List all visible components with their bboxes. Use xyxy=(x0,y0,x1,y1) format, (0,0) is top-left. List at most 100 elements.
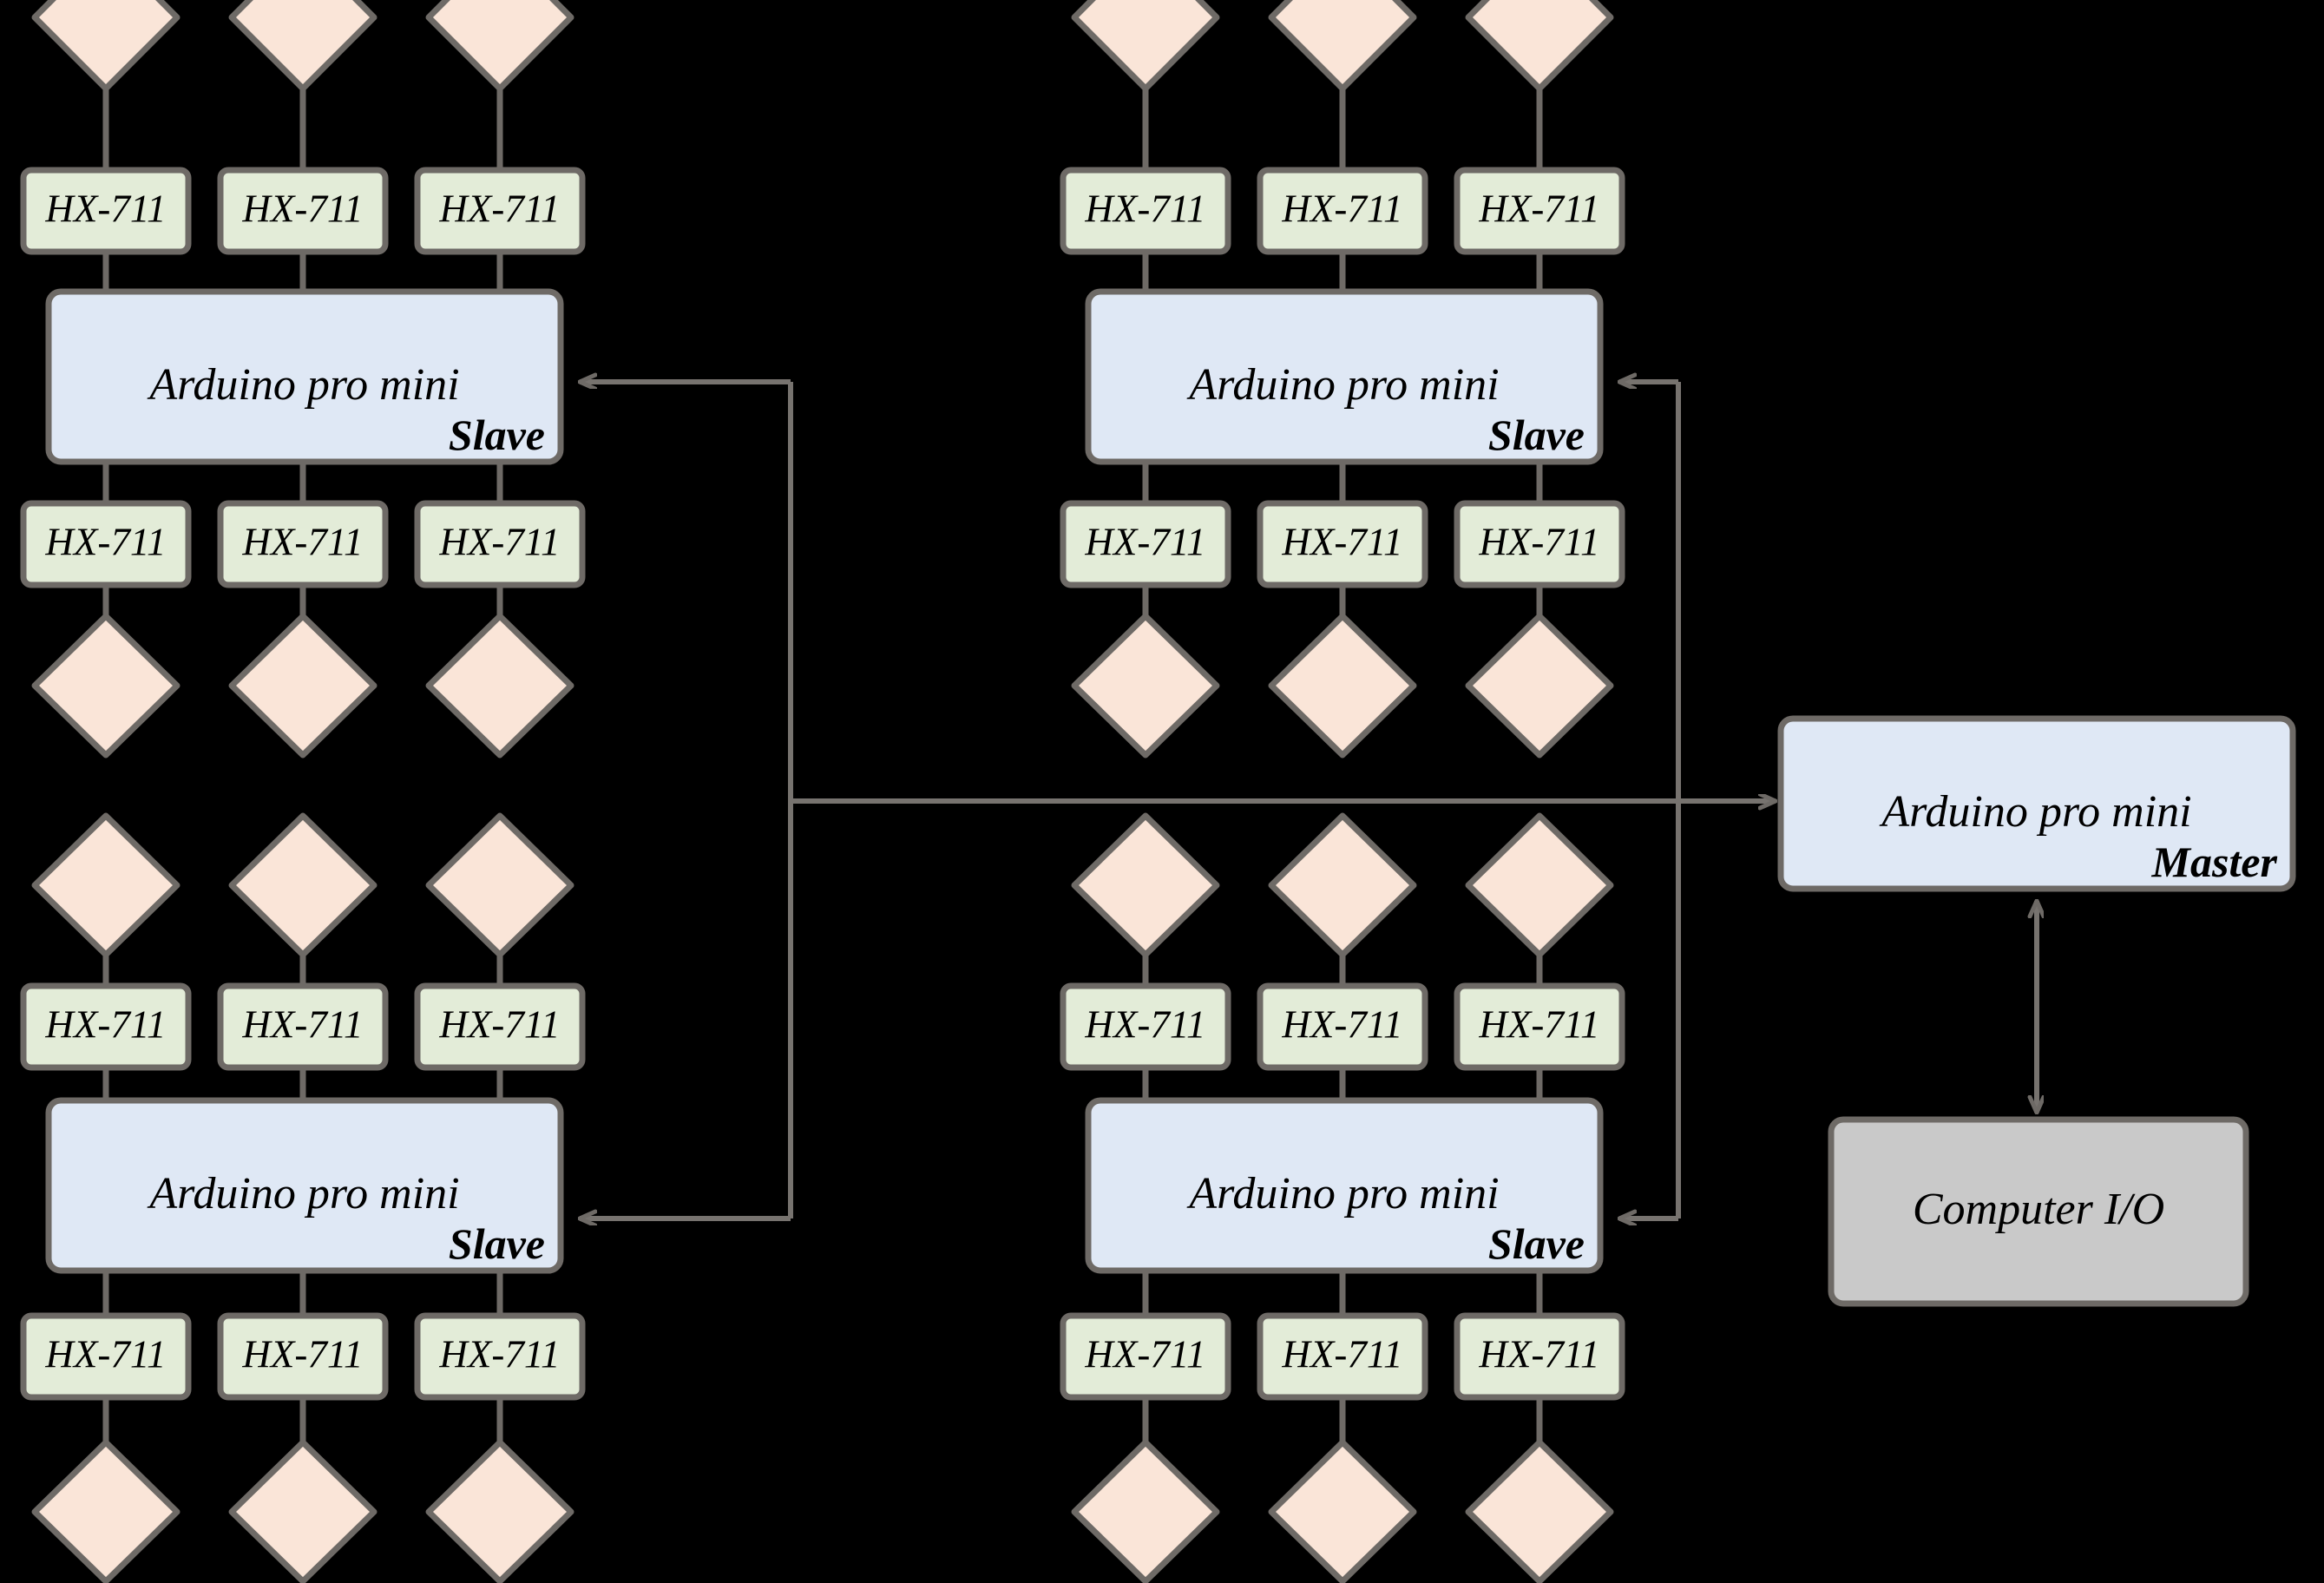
slave-arduino-node[interactable]: Arduino pro mini Slave xyxy=(1085,1097,1604,1274)
load-cell-diamond xyxy=(425,1439,574,1583)
slave-arduino-node[interactable]: Arduino pro mini Slave xyxy=(45,1097,564,1274)
hx711-module[interactable]: HX-711 xyxy=(1257,167,1428,255)
computer-io-box[interactable] xyxy=(1828,1116,2249,1307)
hx711-module[interactable]: HX-711 xyxy=(1060,982,1231,1071)
master-arduino-label: Arduino pro mini xyxy=(1879,787,2191,837)
hx711-box[interactable] xyxy=(1060,167,1231,255)
slave-arduino-node[interactable]: Arduino pro mini Slave xyxy=(45,288,564,465)
hx711-module[interactable]: HX-711 xyxy=(414,1312,586,1401)
hx711-label: HX-711 xyxy=(1281,187,1402,230)
load-cell-diamond xyxy=(1268,1439,1417,1583)
hx711-module[interactable]: HX-711 xyxy=(20,500,192,588)
hx711-box[interactable] xyxy=(217,500,389,588)
hx711-module[interactable]: HX-711 xyxy=(414,982,586,1071)
master-arduino-box[interactable] xyxy=(1777,715,2296,892)
hx711-box[interactable] xyxy=(1060,500,1231,588)
hx711-module[interactable]: HX-711 xyxy=(1257,500,1428,588)
slave-arduino-node[interactable]: Arduino pro mini Slave xyxy=(1085,288,1604,465)
hx711-label: HX-711 xyxy=(438,520,560,563)
arduino-box[interactable] xyxy=(1085,288,1604,465)
hx711-module[interactable]: HX-711 xyxy=(20,982,192,1071)
hx711-label: HX-711 xyxy=(1084,187,1205,230)
hx711-label: HX-711 xyxy=(1084,520,1205,563)
hx711-box[interactable] xyxy=(414,500,586,588)
arduino-label: Arduino pro mini xyxy=(147,1169,459,1218)
hx711-module[interactable]: HX-711 xyxy=(1454,982,1625,1071)
hx711-box[interactable] xyxy=(217,1312,389,1401)
slave-unit-top-left: HX-711 HX-711 HX-711 Arduino pro mini Sl… xyxy=(20,0,586,759)
hx711-box[interactable] xyxy=(20,982,192,1071)
hx711-box[interactable] xyxy=(20,500,192,588)
load-cell-diamond xyxy=(1268,812,1417,958)
hx711-box[interactable] xyxy=(1060,982,1231,1071)
role-label: Slave xyxy=(1488,411,1585,459)
hx711-module[interactable]: HX-711 xyxy=(20,1312,192,1401)
hx711-module[interactable]: HX-711 xyxy=(414,500,586,588)
hx711-module[interactable]: HX-711 xyxy=(1454,167,1625,255)
hx711-label: HX-711 xyxy=(1281,1002,1402,1046)
hx711-box[interactable] xyxy=(1257,500,1428,588)
master-arduino-node[interactable]: Arduino pro mini Master xyxy=(1777,715,2296,892)
hx711-label: HX-711 xyxy=(241,187,363,230)
hx711-module[interactable]: HX-711 xyxy=(1454,500,1625,588)
arduino-box[interactable] xyxy=(45,1097,564,1274)
load-cell-diamond xyxy=(228,812,377,958)
hx711-label: HX-711 xyxy=(1478,520,1599,563)
hx711-label: HX-711 xyxy=(1281,520,1402,563)
hx711-module[interactable]: HX-711 xyxy=(20,167,192,255)
computer-io-node[interactable]: Computer I/O xyxy=(1828,1116,2249,1307)
hx711-box[interactable] xyxy=(1454,167,1625,255)
hx711-module[interactable]: HX-711 xyxy=(1257,982,1428,1071)
hx711-label: HX-711 xyxy=(1084,1002,1205,1046)
load-cell-diamond xyxy=(425,812,574,958)
hx711-box[interactable] xyxy=(1454,982,1625,1071)
hx711-label: HX-711 xyxy=(241,1002,363,1046)
hx711-box[interactable] xyxy=(1454,1312,1625,1401)
master-slave-bus xyxy=(580,382,1776,1218)
load-cell-diamond xyxy=(1071,1439,1220,1583)
hx711-box[interactable] xyxy=(414,982,586,1071)
hx711-label: HX-711 xyxy=(1281,1332,1402,1376)
load-cell-diamond xyxy=(31,812,181,958)
hx711-module[interactable]: HX-711 xyxy=(217,167,389,255)
hx711-label: HX-711 xyxy=(44,520,166,563)
hx711-label: HX-711 xyxy=(241,520,363,563)
hx711-module[interactable]: HX-711 xyxy=(1060,500,1231,588)
hx711-module[interactable]: HX-711 xyxy=(217,982,389,1071)
hx711-box[interactable] xyxy=(1060,1312,1231,1401)
slave-unit-top-right: HX-711 HX-711 HX-711 Arduino pro mini Sl… xyxy=(1060,0,1625,759)
hx711-box[interactable] xyxy=(217,167,389,255)
hx711-box[interactable] xyxy=(20,167,192,255)
hx711-module[interactable]: HX-711 xyxy=(414,167,586,255)
arduino-box[interactable] xyxy=(45,288,564,465)
hx711-box[interactable] xyxy=(414,1312,586,1401)
role-label: Slave xyxy=(1488,1219,1585,1268)
load-cell-diamond xyxy=(1268,0,1417,92)
hx711-label: HX-711 xyxy=(438,1332,560,1376)
role-label: Slave xyxy=(449,411,545,459)
hx711-module[interactable]: HX-711 xyxy=(217,500,389,588)
slave-unit-bottom-right: HX-711 HX-711 HX-711 Arduino pro mini Sl… xyxy=(1060,812,1625,1583)
hx711-module[interactable]: HX-711 xyxy=(1060,167,1231,255)
hx711-module[interactable]: HX-711 xyxy=(1257,1312,1428,1401)
load-cell-diamond xyxy=(425,0,574,92)
hx711-module[interactable]: HX-711 xyxy=(217,1312,389,1401)
hx711-module[interactable]: HX-711 xyxy=(1454,1312,1625,1401)
load-cell-diamond xyxy=(425,613,574,759)
hx711-box[interactable] xyxy=(1454,500,1625,588)
load-cell-diamond xyxy=(228,613,377,759)
hx711-box[interactable] xyxy=(414,167,586,255)
hx711-box[interactable] xyxy=(1257,982,1428,1071)
slave-unit-bottom-left: HX-711 HX-711 HX-711 Arduino pro mini Sl… xyxy=(20,812,586,1583)
role-label: Slave xyxy=(449,1219,545,1268)
hx711-box[interactable] xyxy=(20,1312,192,1401)
hx711-box[interactable] xyxy=(1257,1312,1428,1401)
hx711-box[interactable] xyxy=(1257,167,1428,255)
load-cell-diamond xyxy=(31,1439,181,1583)
arduino-box[interactable] xyxy=(1085,1097,1604,1274)
load-cell-diamond xyxy=(228,0,377,92)
hx711-module[interactable]: HX-711 xyxy=(1060,1312,1231,1401)
hx711-box[interactable] xyxy=(217,982,389,1071)
arduino-label: Arduino pro mini xyxy=(1186,1169,1499,1218)
